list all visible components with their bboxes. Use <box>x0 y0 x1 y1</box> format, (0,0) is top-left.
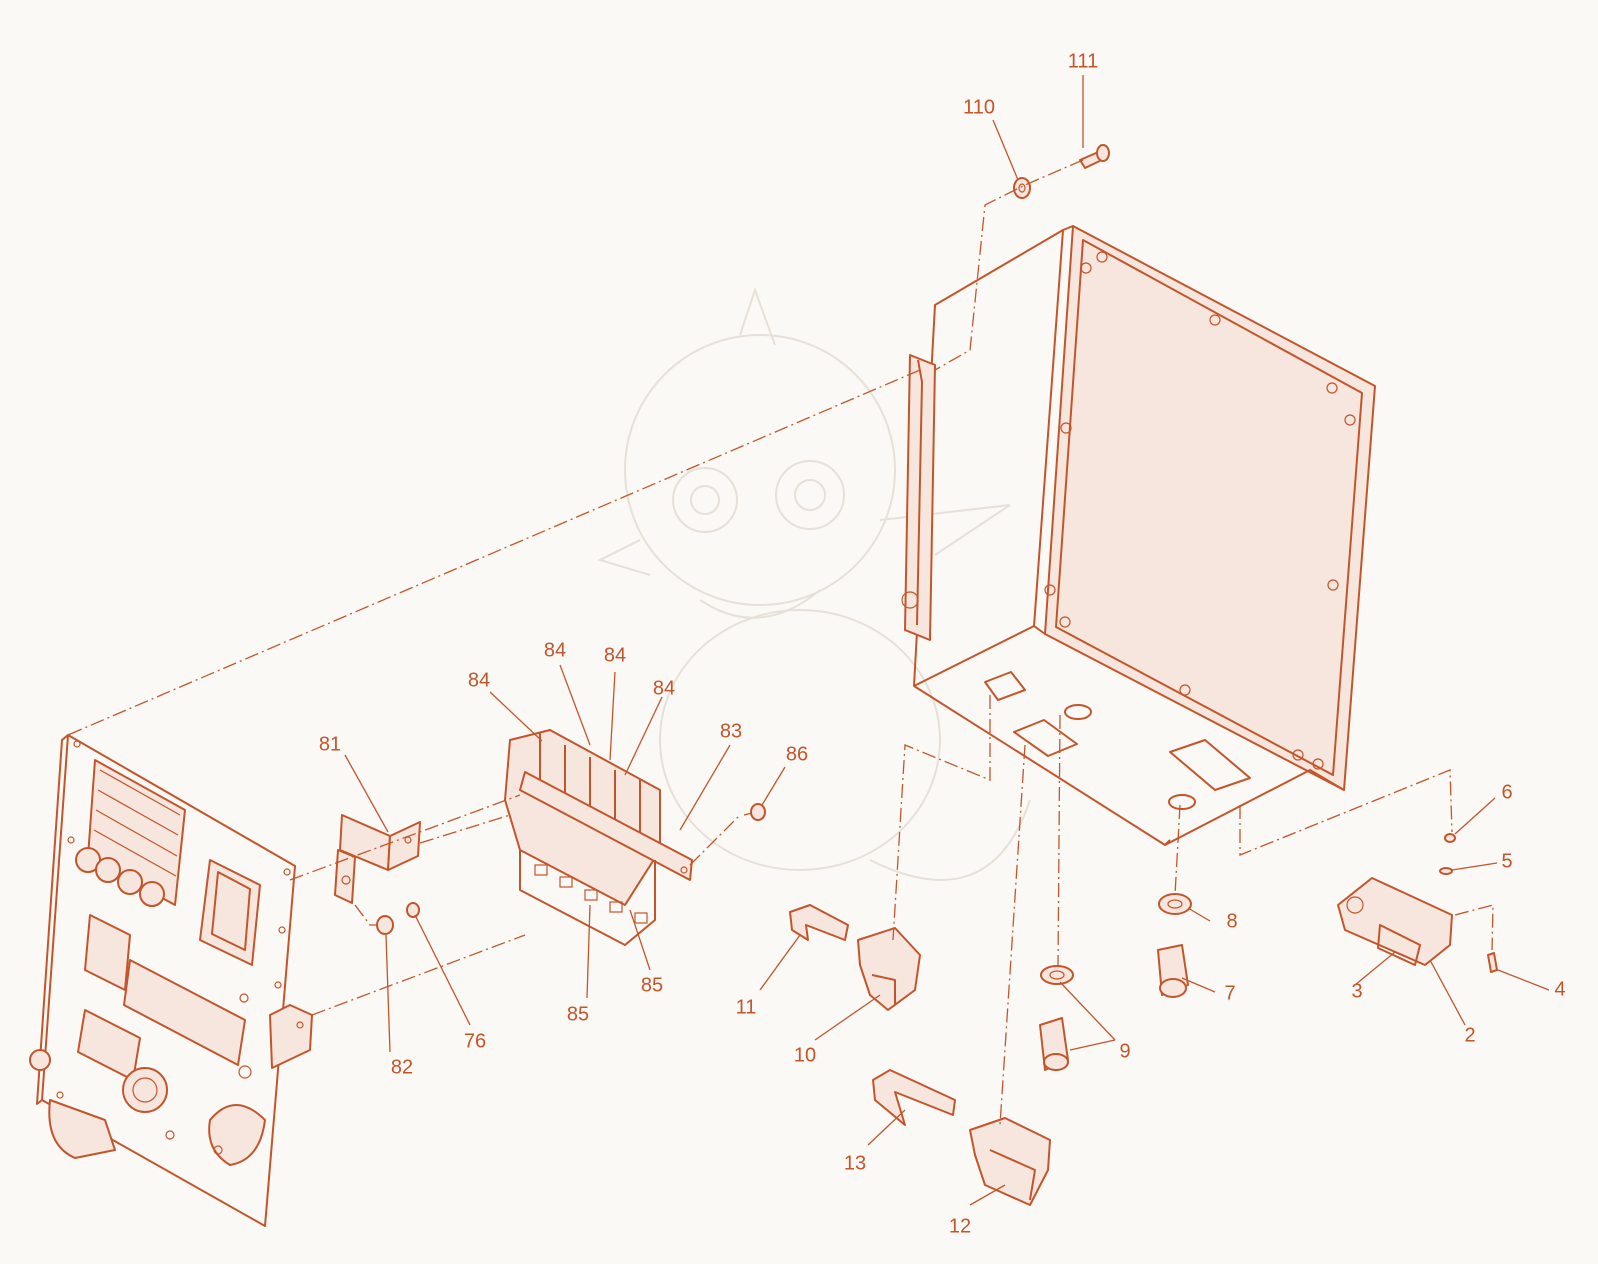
callout-12: 12 <box>948 1215 972 1238</box>
connector-12 <box>969 1117 1051 1206</box>
washer-5 <box>1439 867 1453 875</box>
callout-86: 86 <box>785 743 809 766</box>
screw-4 <box>1487 952 1498 973</box>
callout-5: 5 <box>1501 850 1513 873</box>
callout-11: 11 <box>735 996 757 1019</box>
assembly-lines <box>67 159 1494 1126</box>
cover-13 <box>872 1069 956 1126</box>
callout-84: 84 <box>652 677 676 700</box>
bracket-lower <box>269 1004 313 1069</box>
screw-86 <box>743 803 766 821</box>
callout-8: 8 <box>1226 910 1238 933</box>
callout-76: 76 <box>463 1030 487 1053</box>
callout-10: 10 <box>793 1044 817 1067</box>
callout-82: 82 <box>390 1056 414 1079</box>
callout-84: 84 <box>467 669 491 692</box>
callout-83: 83 <box>719 720 743 743</box>
washer-110 <box>1013 177 1031 199</box>
nut-6 <box>1444 833 1456 843</box>
callout-9: 9 <box>1119 1040 1131 1063</box>
callout-85: 85 <box>640 974 664 997</box>
cover-11 <box>789 904 849 941</box>
callout-84: 84 <box>603 644 627 667</box>
callout-13: 13 <box>843 1152 867 1175</box>
gland-9 <box>1039 965 1074 1071</box>
bolt-111 <box>1079 144 1110 169</box>
enclosure-box <box>901 225 1376 846</box>
leader-lines <box>344 75 1550 1206</box>
callout-7: 7 <box>1224 982 1236 1005</box>
watermark-dragon <box>597 286 1031 881</box>
callout-111: 111 <box>1067 50 1099 73</box>
bracket-81 <box>334 814 421 904</box>
nut-8 <box>1158 893 1192 915</box>
mounting-panel <box>29 734 296 1227</box>
callout-6: 6 <box>1501 781 1513 804</box>
callout-4: 4 <box>1554 978 1566 1001</box>
washer-82 <box>376 915 394 935</box>
connector-10 <box>857 927 921 1011</box>
callout-85: 85 <box>566 1003 590 1026</box>
callout-84: 84 <box>543 639 567 662</box>
gland-7 <box>1157 944 1189 998</box>
callout-110: 110 <box>963 96 995 119</box>
callout-2: 2 <box>1464 1024 1476 1047</box>
nut-76 <box>406 902 420 918</box>
plug-housing-3 <box>1337 877 1453 966</box>
circuit-breaker-assembly <box>504 729 693 946</box>
callout-81: 81 <box>318 733 342 756</box>
callout-3: 3 <box>1351 980 1363 1003</box>
